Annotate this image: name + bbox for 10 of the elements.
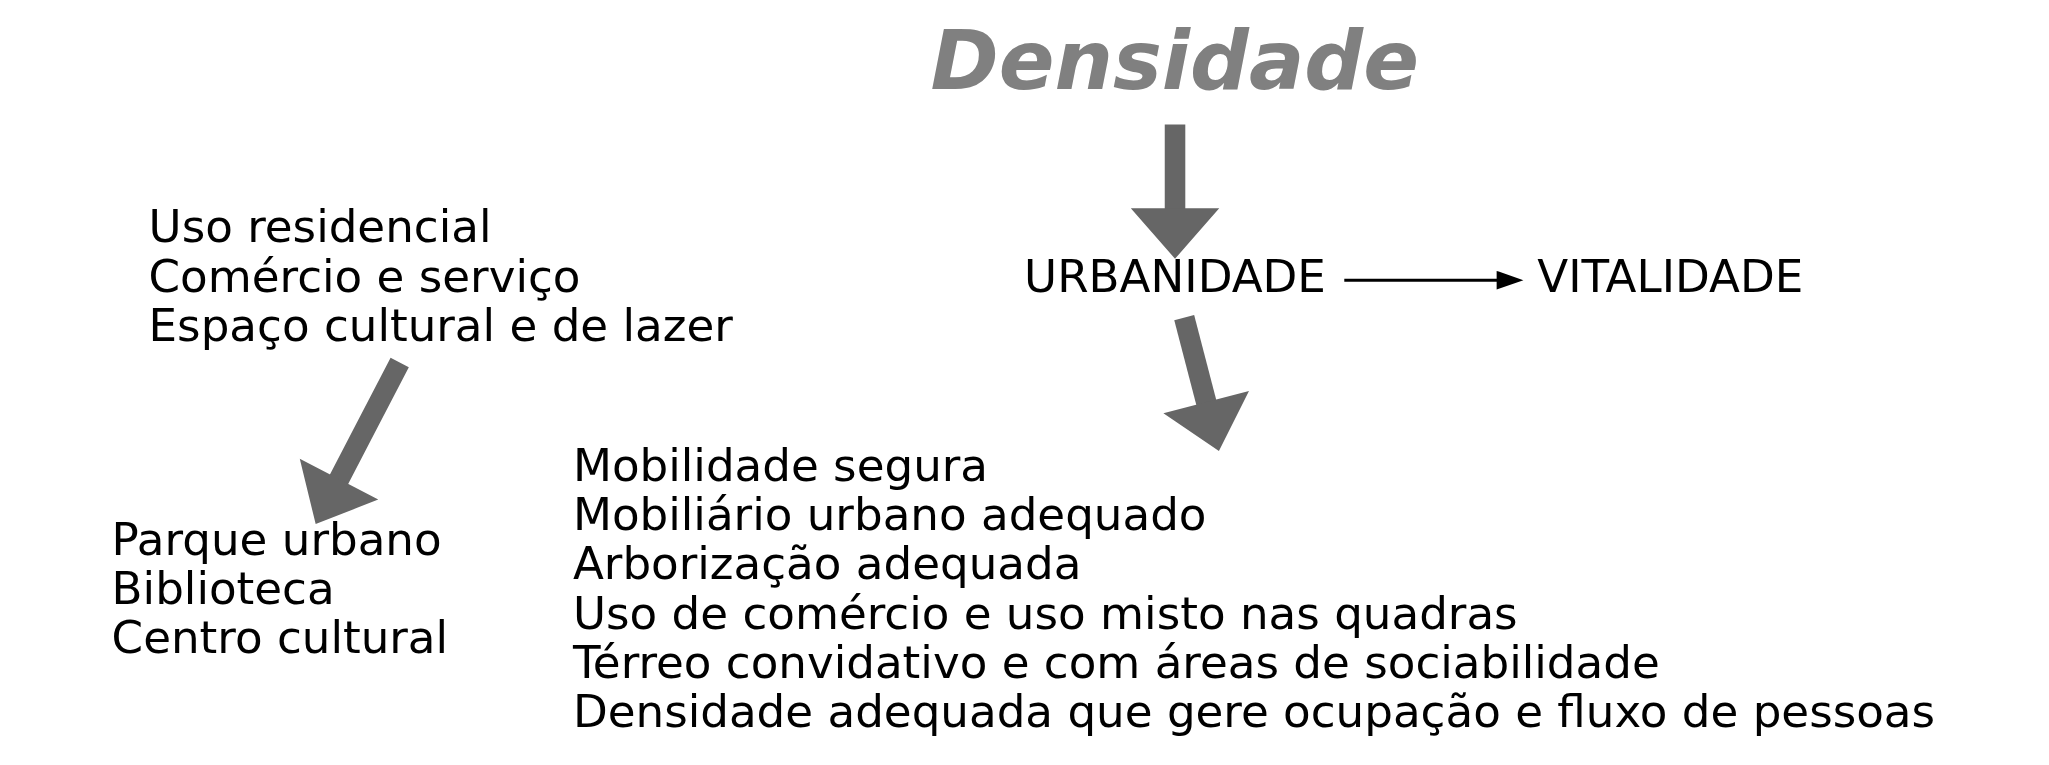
node-text: Mobilidade segura Mobiliário urbano adequado Arborização adequada Uso de comércio e uso misto nas quadras Térreo convidativo e com áreas de sociabilidade Densidade adequada que gere ocupação e fluxo de pessoas [572, 438, 1936, 738]
node-text: URBANIDADE [1024, 249, 1326, 303]
arrow [1130, 124, 1220, 259]
node-text: Densidade [930, 12, 1419, 108]
arrow [299, 357, 409, 524]
arrow [1163, 314, 1249, 451]
arrow [1344, 270, 1524, 290]
node-text: Uso residencial Comércio e serviço Espaço cultural e de lazer [148, 199, 733, 352]
node-text: VITALIDADE [1537, 249, 1804, 303]
node-text: Parque urbano Biblioteca Centro cultural [111, 512, 449, 664]
